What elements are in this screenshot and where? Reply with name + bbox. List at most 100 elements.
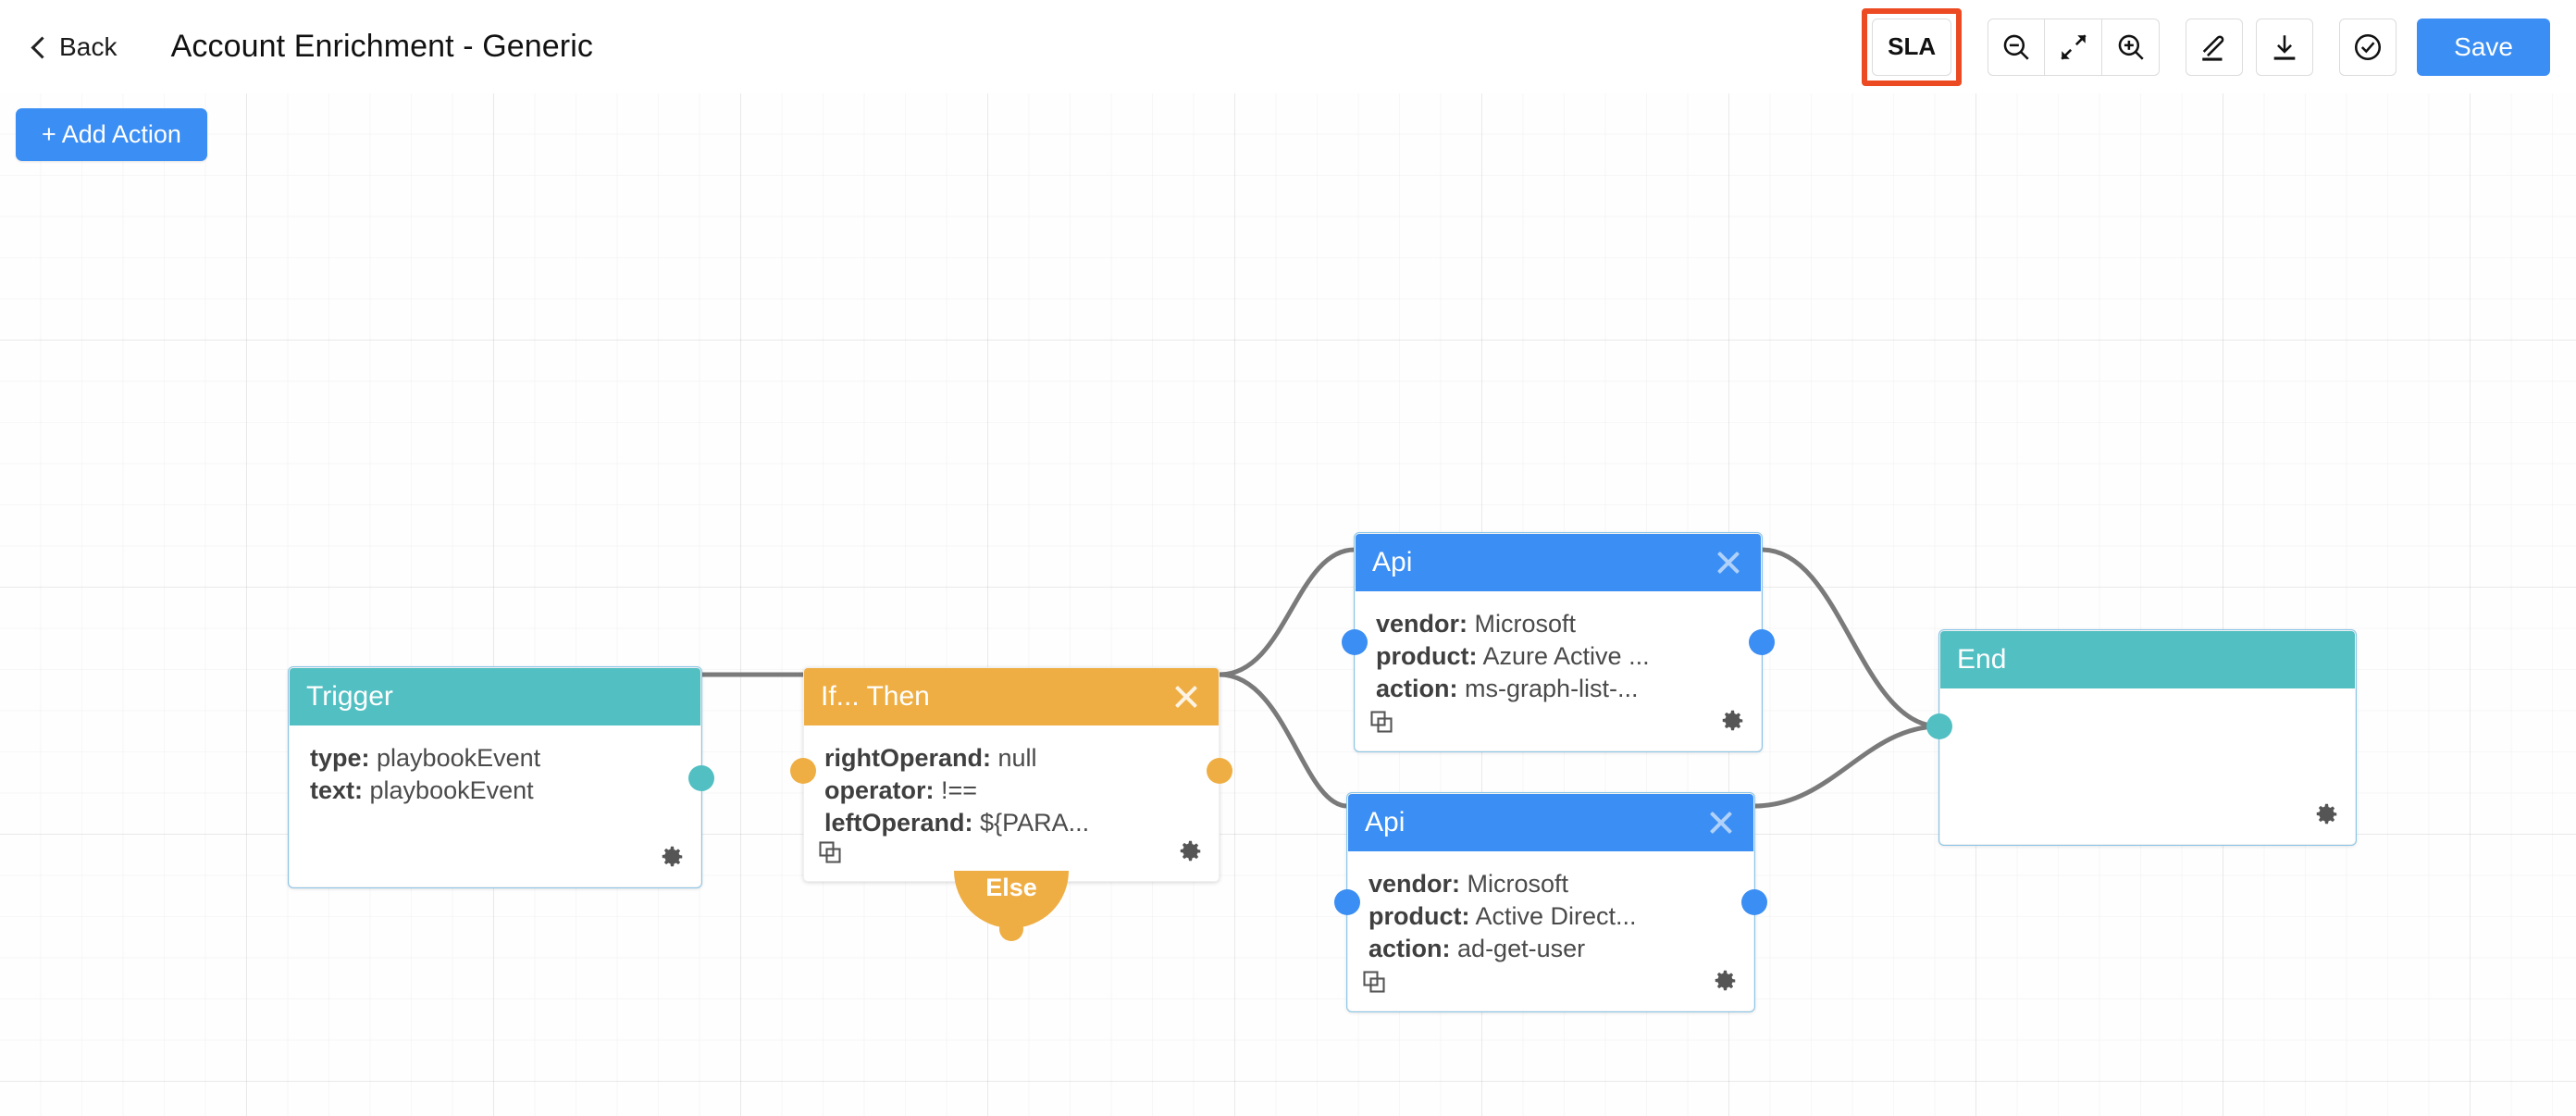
node-end[interactable]: End <box>1926 629 2357 846</box>
node-header: Api <box>1356 534 1761 591</box>
sla-button[interactable]: SLA <box>1872 18 1952 76</box>
row-value: !== <box>941 775 978 804</box>
output-port[interactable] <box>1749 629 1775 655</box>
node-row: rightOperand: null <box>824 742 1198 775</box>
gear-icon[interactable] <box>1718 707 1746 739</box>
pencil-edit-icon <box>2202 35 2224 61</box>
sla-label: SLA <box>1888 32 1937 60</box>
node-api-2[interactable]: Api vendor: Microsoft product: Active Di… <box>1334 792 1767 1012</box>
node-row: vendor: Microsoft <box>1376 608 1740 640</box>
row-key: type: <box>310 744 370 772</box>
edge-if-to-api2 <box>1219 672 1348 809</box>
zoom-out-button[interactable] <box>1988 18 2046 76</box>
row-key: rightOperand: <box>824 744 991 772</box>
edge-api1-to-end <box>1761 547 1940 729</box>
else-label: Else <box>985 874 1037 901</box>
gear-icon[interactable] <box>2312 800 2340 833</box>
row-value: Azure Active ... <box>1482 641 1650 670</box>
row-key: product: <box>1368 901 1470 930</box>
output-port-then[interactable] <box>1207 758 1232 784</box>
edge-if-to-api1 <box>1219 547 1356 677</box>
edge-api2-to-end <box>1753 724 1940 809</box>
edit-button[interactable] <box>2186 18 2244 76</box>
node-body: rightOperand: null operator: !== leftOpe… <box>804 725 1219 881</box>
download-button[interactable] <box>2256 18 2314 76</box>
row-value: playbookEvent <box>369 775 534 804</box>
row-key: vendor: <box>1376 610 1468 638</box>
zoom-out-icon <box>2003 34 2029 60</box>
row-value: Microsoft <box>1467 870 1569 898</box>
fit-screen-icon <box>2061 33 2087 60</box>
close-icon[interactable] <box>1170 681 1202 713</box>
row-key: leftOperand: <box>824 808 973 837</box>
row-value: Active Direct... <box>1475 901 1637 930</box>
node-row: action: ad-get-user <box>1368 933 1733 965</box>
node-row: type: playbookEvent <box>310 742 680 775</box>
sla-highlight-box: SLA <box>1862 7 1963 86</box>
node-if-then[interactable]: If... Then rightOperand: null operator: … <box>790 667 1232 941</box>
row-value: ms-graph-list-... <box>1465 674 1639 702</box>
output-port[interactable] <box>1741 889 1767 915</box>
node-header: Trigger <box>290 668 700 725</box>
input-port[interactable] <box>1342 629 1368 655</box>
node-title: Api <box>1372 547 1413 577</box>
fit-screen-button[interactable] <box>2045 18 2103 76</box>
row-value: ${PARA... <box>980 808 1090 837</box>
gear-icon[interactable] <box>1711 967 1739 999</box>
node-row: product: Active Direct... <box>1368 900 1733 933</box>
node-body <box>1940 688 2355 844</box>
row-key: action: <box>1376 674 1458 702</box>
zoom-in-button[interactable] <box>2102 18 2161 76</box>
row-key: operator: <box>824 775 935 804</box>
row-value: Microsoft <box>1474 610 1577 638</box>
zoom-button-group <box>1988 18 2161 76</box>
back-label: Back <box>59 31 118 61</box>
input-port[interactable] <box>1926 713 1952 739</box>
app-header: Back Account Enrichment - Generic SLA <box>0 0 2576 93</box>
close-icon[interactable] <box>1705 807 1737 838</box>
row-key: action: <box>1368 934 1451 962</box>
row-value: ad-get-user <box>1457 934 1586 962</box>
gear-icon[interactable] <box>1176 837 1204 870</box>
chevron-left-icon <box>28 38 46 56</box>
playbook-canvas[interactable]: + Add Action Trigger type: playbookEvent… <box>0 93 2576 1116</box>
page-title: Account Enrichment - Generic <box>170 29 593 64</box>
back-button[interactable]: Back <box>28 32 118 62</box>
copy-icon[interactable] <box>1368 709 1394 739</box>
save-button[interactable]: Save <box>2417 18 2550 76</box>
output-port-else[interactable] <box>999 917 1023 941</box>
validate-button[interactable] <box>2339 18 2397 76</box>
node-body: vendor: Microsoft product: Active Direct… <box>1348 851 1753 1011</box>
gear-icon[interactable] <box>658 843 686 875</box>
input-port[interactable] <box>1334 889 1360 915</box>
copy-icon[interactable] <box>817 839 843 870</box>
copy-icon[interactable] <box>1361 969 1387 999</box>
row-key: product: <box>1376 641 1478 670</box>
header-toolbar: SLA <box>1862 7 2550 86</box>
edge-layer <box>701 547 1940 809</box>
node-title: Api <box>1365 807 1406 837</box>
node-row: leftOperand: ${PARA... <box>824 807 1198 839</box>
node-row: operator: !== <box>824 775 1198 807</box>
node-row: product: Azure Active ... <box>1376 640 1740 673</box>
node-title: Trigger <box>306 681 393 712</box>
node-header: Api <box>1348 794 1753 851</box>
node-header: If... Then <box>804 668 1219 725</box>
input-port[interactable] <box>790 758 816 784</box>
node-row: text: playbookEvent <box>310 775 680 807</box>
zoom-in-icon <box>2118 34 2144 60</box>
download-icon <box>2273 34 2296 60</box>
node-api-1[interactable]: Api vendor: Microsoft product: Azure Act… <box>1342 532 1775 752</box>
row-key: vendor: <box>1368 870 1461 898</box>
node-title: If... Then <box>821 681 930 712</box>
row-value: playbookEvent <box>377 744 541 772</box>
edit-button-group <box>2186 18 2314 76</box>
node-trigger[interactable]: Trigger type: playbookEvent text: playbo… <box>288 666 714 888</box>
close-icon[interactable] <box>1713 547 1744 578</box>
add-action-button[interactable]: + Add Action <box>16 108 207 161</box>
output-port[interactable] <box>688 765 714 791</box>
row-key: text: <box>310 775 364 804</box>
check-circle-icon <box>2355 33 2382 60</box>
node-row: action: ms-graph-list-... <box>1376 673 1740 705</box>
node-title: End <box>1957 644 2007 675</box>
